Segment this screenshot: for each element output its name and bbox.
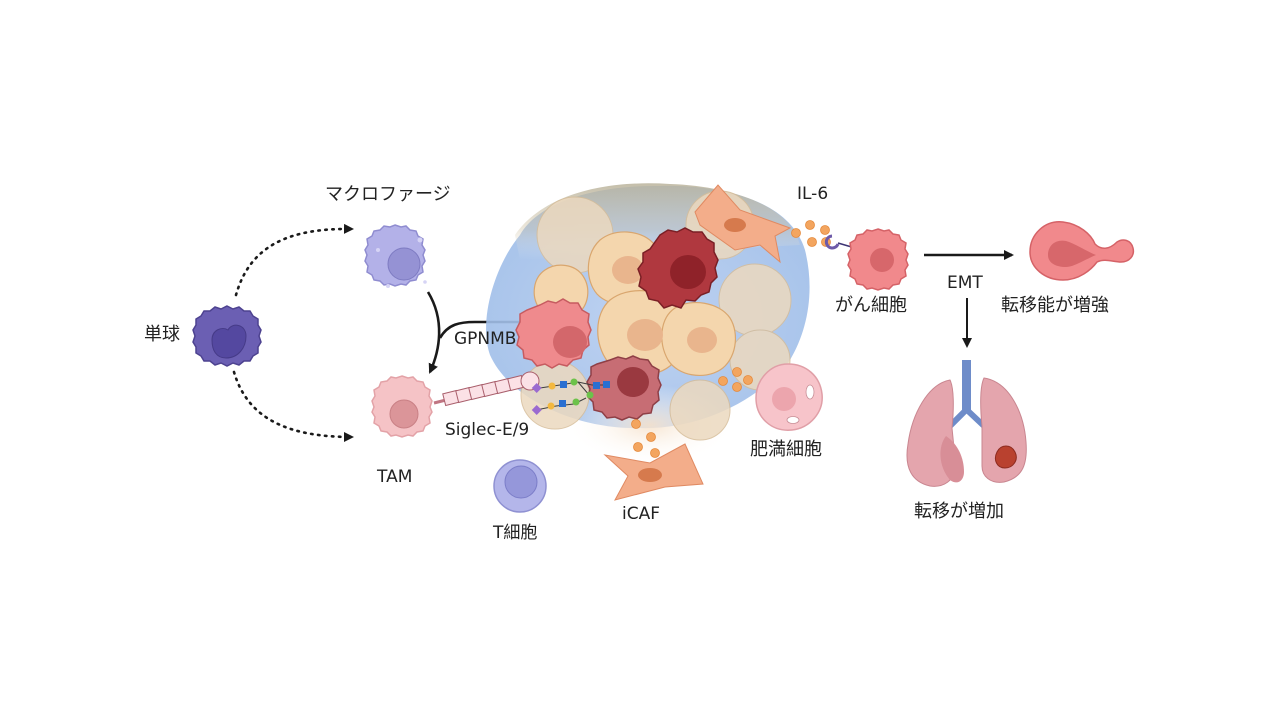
label-monocyte: 単球	[144, 324, 180, 345]
mast-cytokines	[718, 367, 753, 392]
arrow-macrophage-to-tam	[426, 291, 528, 374]
cancer-cell	[847, 228, 909, 291]
icaf-cytokines	[631, 419, 660, 458]
lungs	[906, 360, 1027, 487]
siglec-receptor	[433, 371, 540, 407]
macrophage-cell	[364, 224, 427, 288]
label-cancer-cell: がん細胞	[835, 295, 907, 316]
metastatic-cell	[1029, 221, 1135, 281]
label-increased-metastasis: 転移が増加	[914, 501, 1004, 522]
tam-cell	[371, 375, 433, 438]
label-tam: TAM	[377, 467, 413, 487]
label-emt: EMT	[947, 273, 983, 293]
t-cell	[493, 459, 547, 513]
label-gpnmb: GPNMB	[454, 329, 517, 349]
glycan-chains	[531, 378, 610, 415]
label-mast-cell: 肥満細胞	[750, 439, 822, 460]
mast-cell	[755, 363, 823, 431]
icaf-cell	[603, 443, 704, 501]
label-enhanced-metastatic: 転移能が増強	[1001, 295, 1109, 316]
label-il6: IL-6	[797, 184, 829, 204]
label-t-cell: T細胞	[493, 523, 538, 543]
monocyte-cell	[192, 305, 262, 367]
arrow-monocyte-to-tam	[232, 370, 354, 442]
label-siglec: Siglec-E/9	[445, 420, 530, 440]
arrow-monocyte-to-macrophage	[234, 223, 354, 297]
label-macrophage: マクロファージ	[325, 184, 451, 205]
caf-top	[694, 184, 792, 264]
label-icaf: iCAF	[622, 504, 661, 524]
